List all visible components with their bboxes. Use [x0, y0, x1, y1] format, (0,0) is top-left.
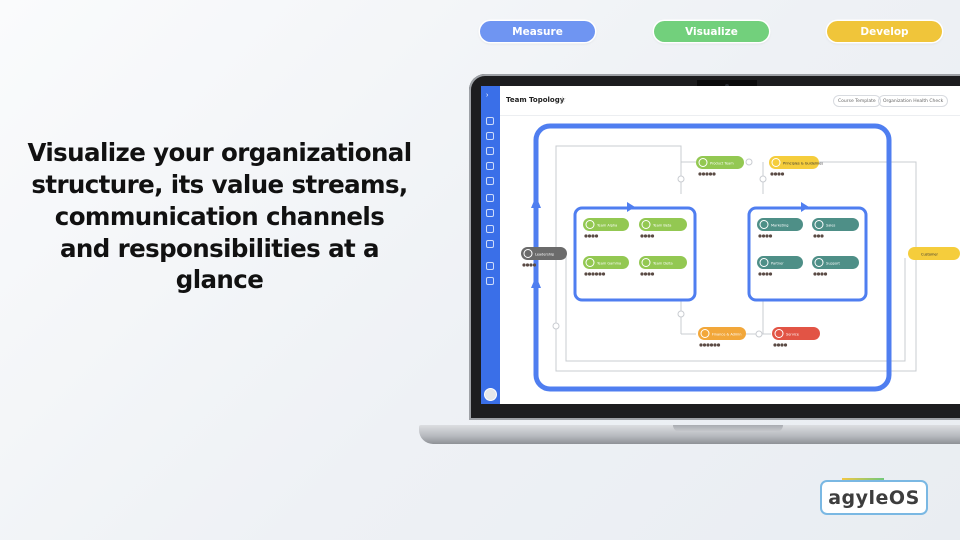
- node-team-alpha-label: Team Alpha: [596, 224, 617, 228]
- headline-line-5: glance: [175, 265, 264, 295]
- node-team-delta[interactable]: Team Delta: [639, 256, 687, 269]
- develop-pill: Develop: [827, 21, 942, 42]
- node-team-delta-label: Team Delta: [652, 262, 673, 266]
- node-finance-label: Finance & Admin: [712, 333, 742, 337]
- star-icon[interactable]: ☆: [559, 95, 567, 104]
- list-icon[interactable]: [486, 162, 494, 170]
- node-leadership-label: Leadership: [535, 253, 555, 257]
- app-sidebar: ›: [481, 86, 500, 404]
- chart-icon[interactable]: [486, 240, 494, 248]
- agyleos-logo: agyleOS: [820, 480, 928, 515]
- expand-chevron-icon[interactable]: ›: [486, 92, 489, 99]
- file-icon[interactable]: [486, 225, 494, 233]
- connector-markers: [552, 158, 767, 338]
- node-team-gamma-label: Team Gamma: [596, 262, 621, 266]
- org-health-button[interactable]: Organization Health Check: [878, 95, 949, 107]
- node-sales-label: Sales: [826, 224, 835, 228]
- node-marketing-label: Marketing: [771, 224, 788, 228]
- flow-arrow-up: [531, 196, 541, 208]
- node-team-gamma[interactable]: Team Gamma: [583, 256, 629, 269]
- document-icon[interactable]: [486, 147, 494, 155]
- node-customer-label: Customer: [921, 253, 939, 257]
- flow-arrow-up-lower: [531, 276, 541, 288]
- laptop-opening-notch: [673, 425, 783, 432]
- settings-icon[interactable]: [486, 262, 494, 270]
- logo-text: agyleOS: [828, 486, 920, 509]
- refresh-icon[interactable]: [486, 117, 494, 125]
- user-avatar[interactable]: [484, 388, 497, 401]
- node-team-beta[interactable]: Team Beta: [639, 218, 687, 231]
- grid-icon[interactable]: [486, 132, 494, 140]
- app-header: Team Topology ☆ Course Template Organiza…: [500, 86, 960, 116]
- container-arrow-left: [627, 202, 635, 212]
- node-partner[interactable]: Partner: [757, 256, 803, 269]
- node-service-label: Service: [786, 333, 799, 337]
- headline-line-3: communication channels: [54, 201, 385, 231]
- node-customer[interactable]: Customer: [908, 247, 960, 260]
- node-support[interactable]: Support: [812, 256, 859, 269]
- member-avatars: [522, 172, 828, 347]
- node-principles[interactable]: Principles & Guidelines: [769, 156, 823, 169]
- laptop-base: [419, 425, 960, 444]
- app-screen: › Team Topology ☆ Course Template Organi…: [481, 86, 960, 404]
- node-team-alpha[interactable]: Team Alpha: [583, 218, 629, 231]
- node-support-label: Support: [826, 262, 840, 266]
- node-partner-label: Partner: [771, 262, 784, 266]
- node-leadership[interactable]: Leadership: [521, 247, 567, 260]
- node-principles-label: Principles & Guidelines: [783, 162, 823, 166]
- topology-diagram: Leadership Product Team Principles & Gui…: [521, 123, 960, 392]
- headline: Visualize your organizational structure,…: [12, 137, 427, 296]
- container-arrow-right: [801, 202, 809, 212]
- node-sales[interactable]: Sales: [812, 218, 859, 231]
- node-finance[interactable]: Finance & Admin: [698, 327, 746, 340]
- node-team-beta-label: Team Beta: [652, 224, 671, 228]
- node-product-team-label: Product Team: [710, 162, 734, 166]
- headline-line-1: Visualize your organizational: [27, 138, 412, 167]
- home-icon[interactable]: [486, 177, 494, 185]
- page-title: Team Topology: [506, 96, 565, 104]
- node-service[interactable]: Service: [772, 327, 820, 340]
- help-icon[interactable]: [486, 277, 494, 285]
- node-product-team[interactable]: Product Team: [696, 156, 744, 169]
- link-icon[interactable]: [486, 194, 494, 202]
- node-marketing[interactable]: Marketing: [757, 218, 803, 231]
- headline-line-2: structure, its value streams,: [31, 169, 408, 199]
- users-icon[interactable]: [486, 209, 494, 217]
- visualize-pill: Visualize: [654, 21, 769, 42]
- measure-pill: Measure: [480, 21, 595, 42]
- headline-line-4: and responsibilities at a: [60, 233, 380, 263]
